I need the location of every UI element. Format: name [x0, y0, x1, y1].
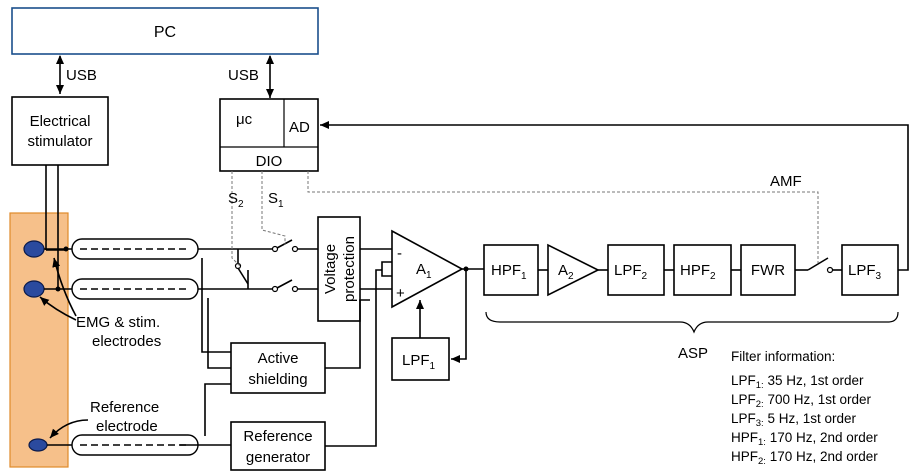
reference-generator-line2: generator [246, 449, 310, 466]
mcu-uc-label: μc [236, 111, 253, 128]
ad-feedback-line [320, 121, 909, 271]
reference-generator-box: Reference generator [230, 421, 326, 471]
a1-label: A1 [416, 261, 432, 281]
emg-electrodes-label-line1: EMG & stim. [76, 314, 160, 331]
hpf1-box: HPF1 [483, 244, 539, 296]
s2-control-line [231, 171, 241, 267]
stimulator-label-line2: stimulator [27, 133, 92, 150]
emg-electrode-pointer-2 [52, 257, 77, 317]
a1-plus: + [396, 285, 405, 302]
lpf1-label: LPF1 [402, 352, 436, 372]
lpf3-label: LPF3 [848, 262, 882, 282]
amf-label: AMF [770, 173, 802, 190]
usb-label-right: USB [228, 67, 259, 84]
shielded-cable-2 [71, 278, 199, 300]
a1-minus: - [397, 245, 402, 262]
reference-generator-line1: Reference [243, 428, 312, 445]
reference-electrode-label-line2: electrode [96, 418, 158, 435]
usb-label-left: USB [66, 67, 97, 84]
s2-label: S2 [228, 190, 244, 210]
reference-electrode-label-line1: Reference [90, 399, 159, 416]
emg-electrode-pointer-1 [39, 296, 77, 321]
reference-electrode [28, 438, 48, 452]
filter-info-item: LPF2: 700 Hz, 1st order [731, 392, 872, 410]
voltage-protection-label-line1: Voltage [322, 244, 339, 294]
stimulator-label-line1: Electrical [30, 113, 91, 130]
emg-electrodes-label-line2: electrodes [92, 333, 161, 350]
amf-control-line [307, 171, 819, 263]
filter-info-item: LPF3: 5 Hz, 1st order [731, 411, 856, 429]
voltage-protection-label-line2: protection [341, 236, 358, 302]
switch-s1 [271, 239, 299, 293]
lpf3-box: LPF3 [841, 244, 899, 296]
asp-brace [485, 311, 899, 334]
shielded-cable-ref [71, 434, 199, 456]
hpf2-label: HPF2 [680, 262, 716, 282]
emg-electrode-2 [23, 280, 45, 298]
amf-switch [807, 257, 834, 274]
amplifier-a2: A2 [547, 243, 600, 297]
electrical-stimulator: Electrical stimulator [11, 96, 109, 166]
mcu-dio-label: DIO [256, 153, 283, 170]
lpf2-label: LPF2 [614, 262, 648, 282]
shielded-cable-1 [71, 238, 199, 260]
microcontroller-box: μc AD DIO [219, 98, 319, 172]
fwr-label: FWR [751, 262, 785, 279]
s1-control-line [261, 171, 286, 245]
pc-label: PC [154, 24, 176, 41]
filter-info-title: Filter information: [731, 349, 835, 364]
emg-electrode-1 [23, 240, 45, 258]
active-shielding-line2: shielding [248, 371, 307, 388]
filter-info-item: LPF1: 35 Hz, 1st order [731, 373, 864, 391]
active-shielding-line1: Active [258, 350, 299, 367]
active-shielding-box: Active shielding [230, 342, 326, 394]
asp-label: ASP [678, 345, 708, 362]
filter-info: Filter information: LPF1: 35 Hz, 1st ord… [731, 349, 878, 467]
fwr-box: FWR [740, 244, 796, 296]
voltage-protection-box: Voltage protection [317, 216, 361, 322]
filter-info-item: HPF1: 170 Hz, 2nd order [731, 430, 878, 448]
a2-label: A2 [558, 262, 574, 282]
hpf1-label: HPF1 [491, 262, 527, 282]
lpf2-box: LPF2 [607, 244, 665, 296]
s1-label: S1 [268, 190, 284, 210]
lpf1-feedback-box: LPF1 [391, 337, 450, 381]
switch-s2 [234, 249, 249, 289]
filter-info-item: HPF2: 170 Hz, 2nd order [731, 449, 878, 467]
hpf2-box: HPF2 [673, 244, 732, 296]
amplifier-a1: - + A1 [391, 229, 464, 309]
reference-electrode-pointer [49, 419, 89, 439]
mcu-ad-label: AD [289, 119, 310, 136]
pc-box: PC [11, 7, 319, 55]
